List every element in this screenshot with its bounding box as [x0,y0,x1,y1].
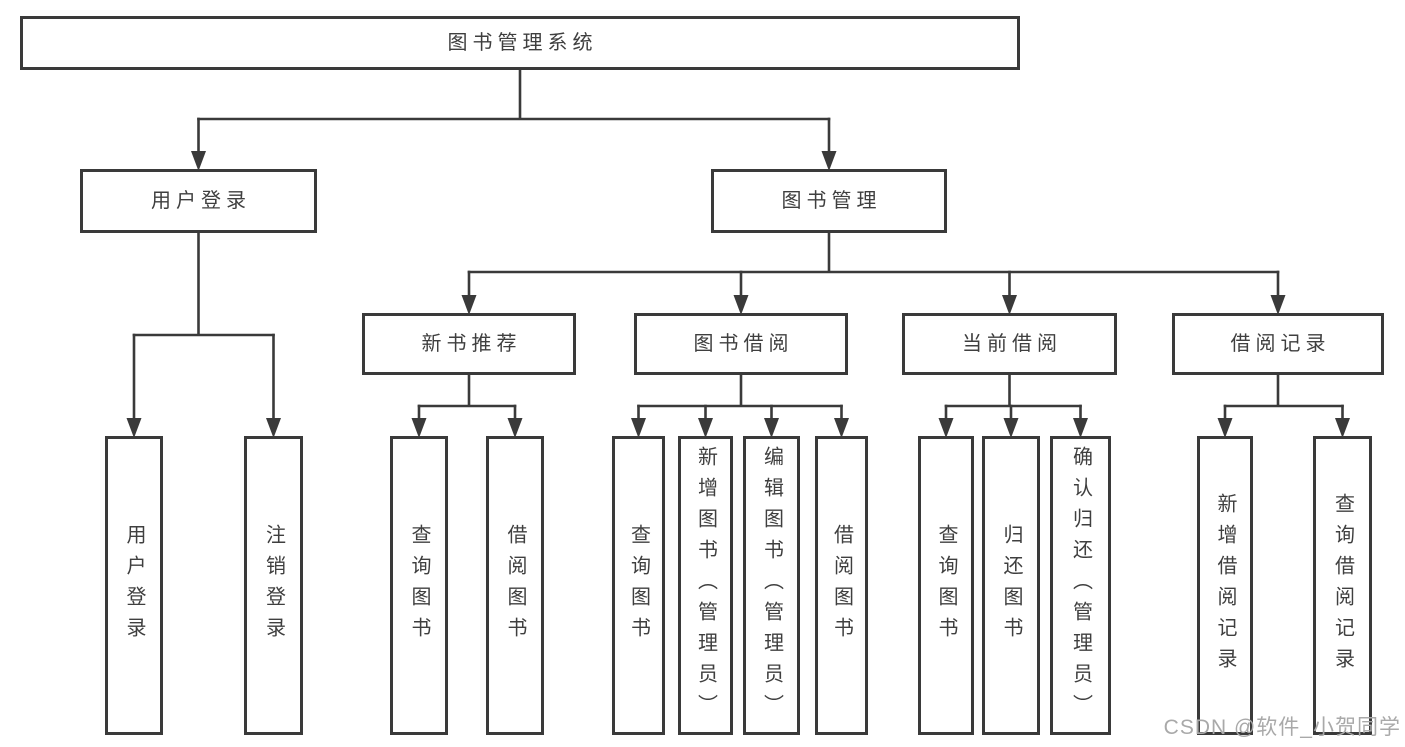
node-label-root: 图书管理系统 [447,32,598,54]
node-records: 借阅记录 [1172,313,1384,375]
node-label-leaf-cur-query: 查询图书 [935,523,957,648]
node-leaf-bw-add: 新增图书（管理员） [678,436,733,735]
node-label-newbook: 新书推荐 [421,333,522,355]
node-leaf-bw-query: 查询图书 [612,436,665,735]
node-label-leaf-login: 用户登录 [123,523,145,648]
node-label-records: 借阅记录 [1230,333,1331,355]
node-leaf-nb-query: 查询图书 [390,436,448,735]
node-leaf-bw-borrow: 借阅图书 [815,436,868,735]
node-leaf-nb-borrow: 借阅图书 [486,436,544,735]
node-label-leaf-rec-add: 新增借阅记录 [1214,492,1236,679]
node-login: 用户登录 [80,169,317,233]
node-label-leaf-cur-return: 归还图书 [1000,523,1022,648]
node-current: 当前借阅 [902,313,1117,375]
node-label-leaf-bw-add: 新增图书（管理员） [694,446,717,725]
node-leaf-rec-query: 查询借阅记录 [1313,436,1372,735]
node-leaf-rec-add: 新增借阅记录 [1197,436,1253,735]
watermark: CSDN @软件_小贺同学 [1163,716,1401,739]
node-label-leaf-rec-query: 查询借阅记录 [1331,492,1354,679]
node-label-mgmt: 图书管理 [781,190,882,212]
node-label-leaf-bw-borrow: 借阅图书 [830,523,853,648]
node-leaf-logout: 注销登录 [244,436,303,735]
node-label-leaf-bw-edit: 编辑图书（管理员） [760,446,783,725]
node-leaf-cur-confirm: 确认归还（管理员） [1050,436,1111,735]
node-leaf-cur-return: 归还图书 [982,436,1040,735]
node-borrow: 图书借阅 [634,313,848,375]
node-label-login: 用户登录 [151,190,251,212]
node-label-leaf-cur-confirm: 确认归还（管理员） [1069,446,1092,725]
node-label-borrow: 图书借阅 [693,333,794,355]
node-label-leaf-logout: 注销登录 [262,523,285,648]
node-leaf-cur-query: 查询图书 [918,436,974,735]
node-label-current: 当前借阅 [962,333,1062,355]
node-label-leaf-nb-query: 查询图书 [408,523,430,648]
node-label-leaf-bw-query: 查询图书 [627,523,650,648]
node-newbook: 新书推荐 [362,313,576,375]
node-label-leaf-nb-borrow: 借阅图书 [504,523,526,648]
node-root: 图书管理系统 [20,16,1020,70]
node-leaf-bw-edit: 编辑图书（管理员） [743,436,800,735]
node-leaf-login: 用户登录 [105,436,163,735]
node-mgmt: 图书管理 [711,169,947,233]
